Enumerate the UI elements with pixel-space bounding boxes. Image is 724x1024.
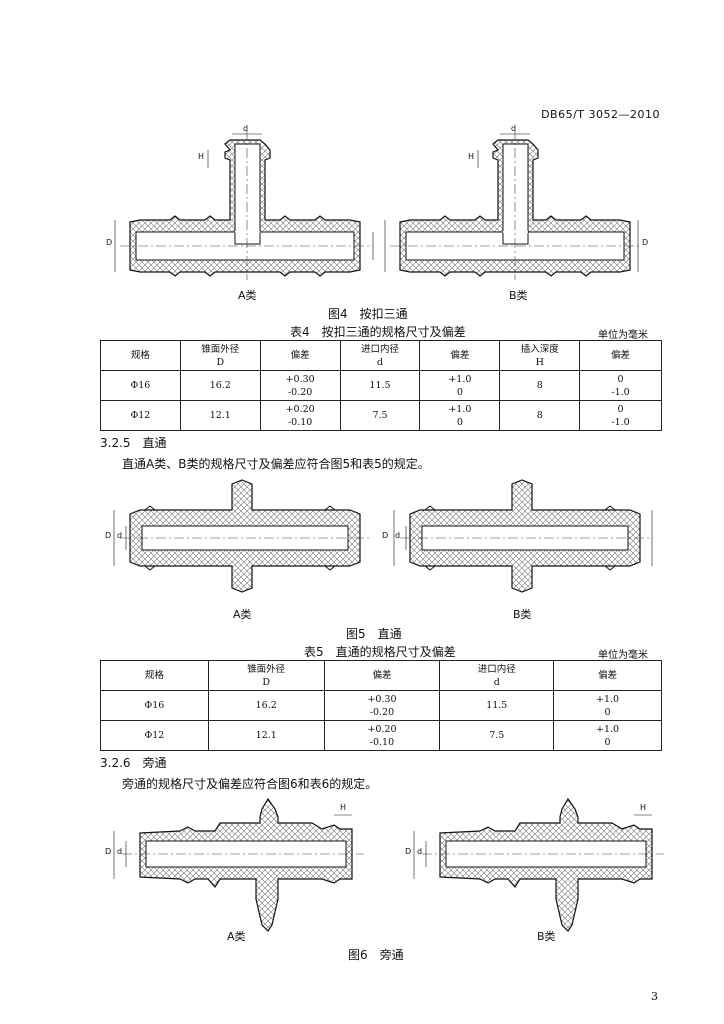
table-cell: 8 — [499, 370, 581, 401]
figure-6-drawing-a — [113, 797, 364, 932]
table-4-header-cell: 偏差 — [259, 340, 341, 371]
table-cell: +0.30-0.20 — [259, 370, 341, 401]
section-3-2-6-heading: 3.2.6 旁通 — [100, 756, 167, 770]
figure-4-caption: 图4 按扣三通 — [328, 307, 408, 321]
figure-4-label-a: A类 — [238, 289, 257, 302]
figure-4-dim-d-a: d — [243, 124, 249, 133]
table-cell: 12.1 — [207, 720, 325, 751]
table-cell: Φ12 — [100, 400, 181, 431]
figure-5-caption: 图5 直通 — [346, 627, 402, 641]
table-cell: 11.5 — [339, 370, 421, 401]
figure-5-drawing-b — [393, 479, 653, 593]
figure-6-dim-D-a: D — [105, 847, 112, 856]
table-cell: 7.5 — [339, 400, 421, 431]
section-3-2-5-text: 直通A类、B类的规格尺寸及偏差应符合图5和表5的规定。 — [122, 457, 430, 471]
table-4-header-cell: 规格 — [100, 340, 181, 371]
figure-5-drawing-a — [113, 479, 370, 593]
document-number: DB65/T 3052—2010 — [541, 108, 660, 121]
table-5-header-cell: 规格 — [100, 660, 209, 691]
table-cell: 0-1.0 — [579, 370, 662, 401]
table-5-unit: 单位为毫米 — [598, 650, 648, 661]
table-4-header-cell: 偏差 — [419, 340, 501, 371]
figure-4-drawing-b — [384, 130, 642, 280]
figure-5-dim-d-b: d — [395, 531, 401, 540]
figure-6-dim-d-b: d — [417, 847, 423, 856]
figure-5-dim-D-a: D — [105, 531, 112, 540]
figure-5-label-b: B类 — [513, 608, 532, 621]
figure-4-dim-h-a: H — [198, 152, 205, 161]
table-cell: 16.2 — [207, 690, 325, 721]
table-cell: 11.5 — [439, 690, 555, 721]
table-cell: +0.20-0.10 — [259, 400, 341, 431]
figure-6-label-b: B类 — [537, 930, 556, 943]
figure-5-label-a: A类 — [233, 608, 252, 621]
figure-5-dim-D-b: D — [382, 531, 389, 540]
table-cell: 12.1 — [179, 400, 261, 431]
figure-4-drawing-a — [114, 130, 374, 280]
table-cell: Φ16 — [100, 690, 209, 721]
figure-6-drawing-b — [413, 797, 664, 932]
table-5-title: 表5 直通的规格尺寸及偏差 — [304, 645, 456, 659]
table-cell: Φ12 — [100, 720, 209, 751]
page-number: 3 — [651, 990, 658, 1003]
table-cell: 16.2 — [179, 370, 261, 401]
figure-6-dim-D-b: D — [405, 847, 412, 856]
figure-5: D d D d A类 B类 — [100, 478, 660, 626]
figure-5-dim-d-a: d — [117, 531, 123, 540]
table-cell: 7.5 — [439, 720, 555, 751]
table-cell: Φ16 — [100, 370, 181, 401]
table-5-header-cell: 偏差 — [323, 660, 441, 691]
table-cell: +0.20-0.10 — [323, 720, 441, 751]
figure-4-dim-D-b: D — [642, 238, 649, 247]
figure-4: d H D d H D A类 B类 — [100, 124, 660, 310]
figure-6: D d H D d H A类 B类 — [100, 795, 664, 945]
figure-4-dim-d-b: d — [511, 124, 517, 133]
figure-6-caption: 图6 旁通 — [348, 948, 404, 962]
table-5-header-cell: 偏差 — [553, 660, 662, 691]
table-cell: 8 — [499, 400, 581, 431]
figure-4-label-b: B类 — [509, 289, 528, 302]
table-4-title: 表4 按扣三通的规格尺寸及偏差 — [290, 325, 466, 339]
section-3-2-6-text: 旁通的规格尺寸及偏差应符合图6和表6的规定。 — [122, 777, 378, 791]
table-cell: +0.30-0.20 — [323, 690, 441, 721]
figure-4-dim-h-b: H — [468, 152, 475, 161]
table-cell: 0-1.0 — [579, 400, 662, 431]
figure-6-label-a: A类 — [227, 930, 246, 943]
figure-4-dim-D-a: D — [106, 238, 113, 247]
figure-6-dim-d-a: d — [117, 847, 123, 856]
figure-6-dim-h-a: H — [340, 803, 347, 812]
figure-6-dim-h-b: H — [640, 803, 647, 812]
table-4-header-cell: 偏差 — [579, 340, 662, 371]
section-3-2-5-heading: 3.2.5 直通 — [100, 436, 167, 450]
table-4-unit: 单位为毫米 — [598, 330, 648, 341]
